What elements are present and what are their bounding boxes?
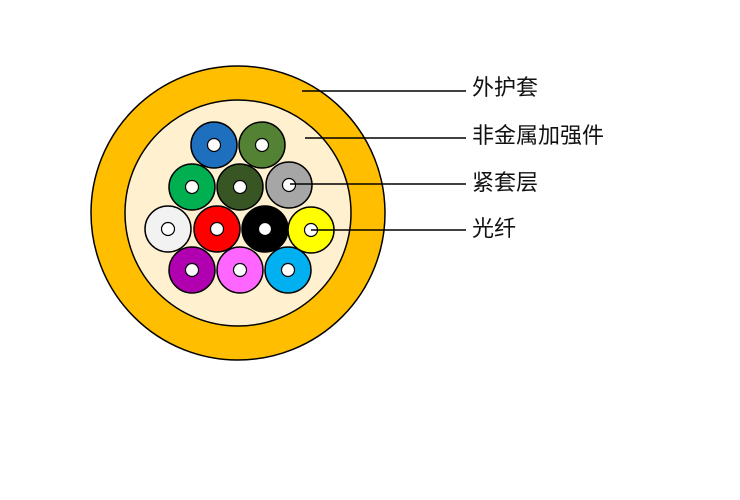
fiber-core-gray [281,177,297,193]
fiber-green [168,163,216,211]
fiber-blue [190,121,238,169]
fiber-pink [216,246,264,294]
label-strength-member: 非金属加强件 [472,124,605,149]
fiber-core-white [160,221,176,237]
fiber-core-olive-green [254,137,270,153]
fiber-violet [168,246,216,294]
fiber-core-black [257,221,273,237]
fiber-core-red [209,221,225,237]
label-outer-jacket: 外护套 [472,76,539,101]
fiber-gray [265,161,313,209]
fiber-core-blue [206,137,222,153]
fiber-core-aqua [280,262,296,278]
fiber-black [241,205,289,253]
fiber-core-dark-green [232,179,248,195]
fiber-red [193,205,241,253]
fiber-core-violet [184,262,200,278]
fiber-core-pink [232,262,248,278]
fiber-core-green [184,179,200,195]
label-tight-buffer: 紧套层 [472,171,539,196]
label-fiber: 光纤 [472,217,517,242]
fiber-bundle [144,121,335,294]
fiber-dark-green [216,163,264,211]
fiber-olive-green [238,121,286,169]
fiber-aqua [264,246,312,294]
fiber-white [144,205,192,253]
